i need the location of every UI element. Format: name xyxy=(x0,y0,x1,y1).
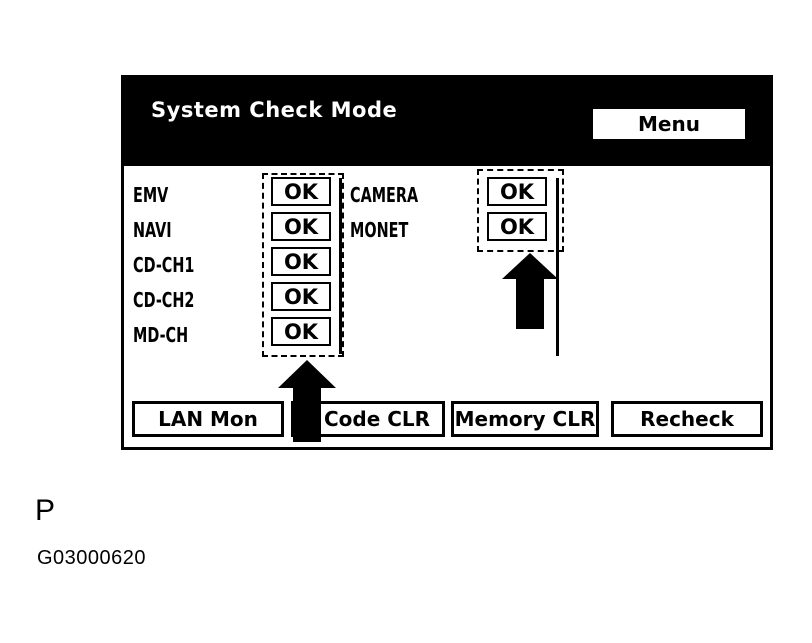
label-cd-ch2: CD-CH2 xyxy=(133,288,195,312)
label-monet: MONET xyxy=(350,218,409,242)
status-ok-monet[interactable]: OK xyxy=(487,212,547,241)
left-status-divider xyxy=(339,178,342,354)
label-navi: NAVI xyxy=(133,218,172,242)
system-check-screen: System Check Mode Menu EMV NAVI CD-CH1 C… xyxy=(121,75,773,450)
label-camera: CAMERA xyxy=(350,183,419,207)
figure-code: G03000620 xyxy=(37,547,147,569)
memory-clr-button[interactable]: Memory CLR xyxy=(451,401,599,437)
label-cd-ch1: CD-CH1 xyxy=(133,253,195,277)
right-status-divider xyxy=(556,178,559,356)
lan-mon-button[interactable]: LAN Mon xyxy=(132,401,284,437)
up-arrow-icon-right xyxy=(502,253,558,329)
label-md-ch: MD-CH xyxy=(133,323,189,347)
label-emv: EMV xyxy=(133,183,169,207)
left-status-highlight xyxy=(262,173,344,357)
status-ok-emv[interactable]: OK xyxy=(271,177,331,206)
recheck-button[interactable]: Recheck xyxy=(611,401,763,437)
figure-letter: P xyxy=(35,494,56,527)
status-ok-camera[interactable]: OK xyxy=(487,177,547,206)
right-status-highlight xyxy=(477,169,564,252)
up-arrow-icon-left xyxy=(278,360,336,442)
status-ok-navi[interactable]: OK xyxy=(271,212,331,241)
status-ok-cd-ch2[interactable]: OK xyxy=(271,282,331,311)
screen-header: System Check Mode Menu xyxy=(124,78,770,166)
screen-title: System Check Mode xyxy=(151,98,398,122)
menu-button[interactable]: Menu xyxy=(591,107,747,141)
status-ok-cd-ch1[interactable]: OK xyxy=(271,247,331,276)
status-ok-md-ch[interactable]: OK xyxy=(271,317,331,346)
